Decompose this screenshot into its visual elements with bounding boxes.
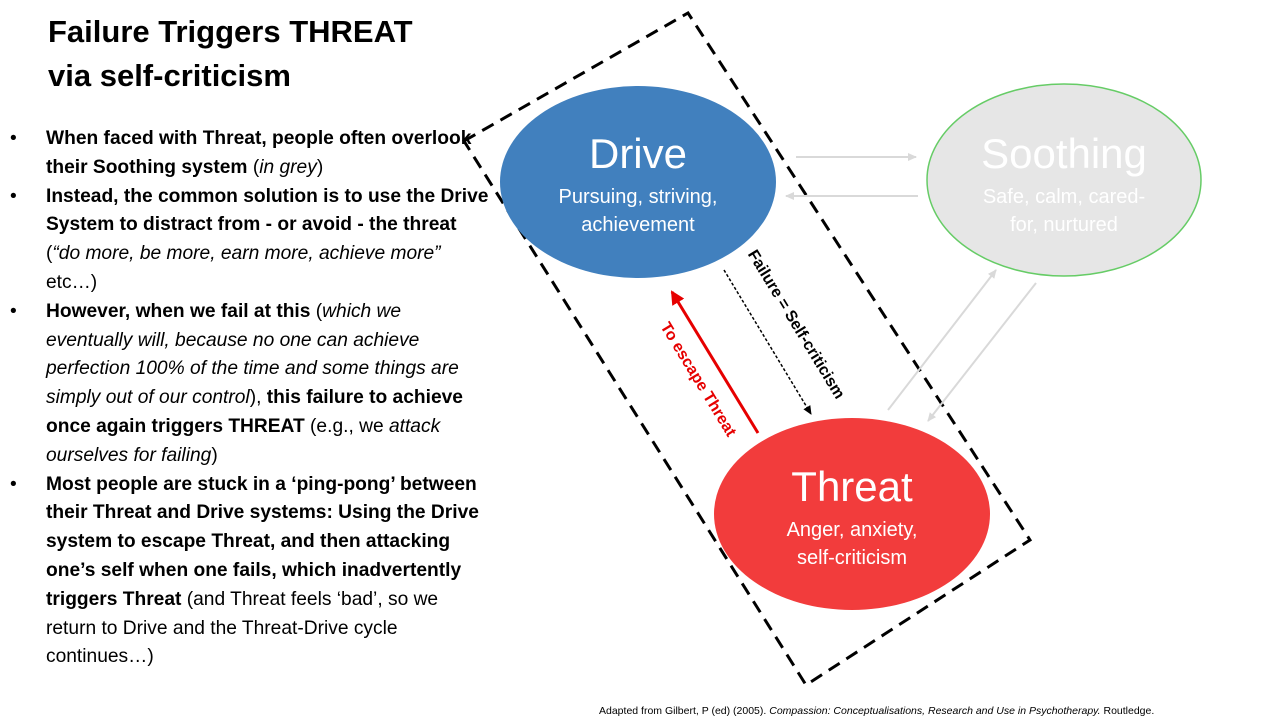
bullet-text-segment: Instead, the common solution is to use t… bbox=[46, 185, 489, 236]
drive-system: Drive Pursuing, striving, achievement bbox=[500, 86, 776, 278]
bullet-text-segment: However, when we fail at this bbox=[46, 300, 316, 322]
bullet-item: • Most people are stuck in a ‘ping-pong’… bbox=[8, 471, 490, 673]
slide-title: Failure Triggers THREAT via self-critici… bbox=[48, 10, 468, 98]
bullet-marker: • bbox=[10, 473, 17, 495]
bullet-text-segment: in grey bbox=[259, 156, 317, 178]
citation: Adapted from Gilbert, P (ed) (2005). Com… bbox=[599, 704, 1154, 718]
failure-arrow bbox=[723, 269, 812, 415]
soothing-title: Soothing bbox=[981, 130, 1147, 177]
drive-description-line-2: achievement bbox=[581, 214, 695, 236]
bullet-item: • However, when we fail at this (which w… bbox=[8, 298, 490, 471]
soothing-ellipse bbox=[926, 83, 1202, 277]
bullet-text-segment: ) bbox=[211, 444, 218, 466]
bullet-item: • Instead, the common solution is to use… bbox=[8, 183, 490, 298]
bullet-text-segment: ( bbox=[46, 243, 53, 265]
citation-prefix: Adapted from Gilbert, P (ed) (2005). bbox=[599, 705, 770, 717]
failure-self-criticism-label: Failure = Self-criticism bbox=[744, 247, 848, 402]
citation-book-title: Compassion: Conceptualisations, Research… bbox=[769, 705, 1101, 717]
threat-to-soothing-arrow bbox=[887, 269, 997, 411]
bullet-marker: • bbox=[10, 185, 17, 207]
bullet-text: Most people are stuck in a ‘ping-pong’ b… bbox=[46, 474, 479, 668]
slide-title-line-1: Failure Triggers THREAT bbox=[48, 14, 413, 49]
drive-description-line-1: Pursuing, striving, bbox=[559, 186, 718, 208]
drive-ellipse bbox=[500, 86, 776, 278]
bullet-text-segment: When faced with Threat, people often ove… bbox=[46, 128, 472, 178]
bullet-item: • When faced with Threat, people often o… bbox=[8, 125, 490, 183]
bullet-text-segment: etc…) bbox=[46, 271, 98, 293]
threat-description-line-2: self-criticism bbox=[797, 547, 907, 569]
bullet-text-segment: (e.g., we bbox=[310, 415, 389, 437]
drive-title: Drive bbox=[589, 130, 687, 177]
escape-threat-arrow bbox=[670, 290, 760, 434]
citation-publisher: Routledge. bbox=[1100, 705, 1155, 717]
bullet-text: However, when we fail at this (which we … bbox=[46, 301, 463, 466]
bullet-text-segment: Most people are stuck in a ‘ping-pong’ b… bbox=[46, 473, 479, 610]
bullet-text-segment: which we eventually will, because no one… bbox=[46, 300, 459, 409]
bullet-marker: • bbox=[10, 128, 17, 149]
bullet-text-segment: ( bbox=[252, 156, 260, 178]
bullet-marker: • bbox=[10, 300, 17, 322]
soothing-description-line-1: Safe, calm, cared- bbox=[983, 186, 1145, 208]
slide-title-line-2: via self-criticism bbox=[48, 58, 291, 93]
bullet-text: When faced with Threat, people often ove… bbox=[46, 128, 471, 178]
bullet-text-segment: this failure to achieve once again trigg… bbox=[46, 387, 463, 437]
bullet-list: • When faced with Threat, people often o… bbox=[8, 125, 490, 672]
soothing-to-threat-arrow bbox=[927, 282, 1037, 422]
threat-description-line-1: Anger, anxiety, bbox=[787, 519, 918, 541]
bullet-text-segment: (and Threat feels ‘bad’, so we return to… bbox=[46, 588, 439, 668]
soothing-system: Soothing Safe, calm, cared- for, nurture… bbox=[926, 83, 1202, 277]
bullet-text-segment: ), bbox=[249, 387, 267, 409]
threat-system: Threat Anger, anxiety, self-criticism bbox=[714, 418, 990, 610]
bullet-text-segment: “do more, be more, earn more, achieve mo… bbox=[52, 243, 441, 265]
soothing-description-line-2: for, nurtured bbox=[1010, 214, 1118, 236]
bullet-text-segment: attack ourselves for failing bbox=[46, 415, 441, 466]
threat-ellipse bbox=[714, 418, 990, 610]
threat-title: Threat bbox=[791, 463, 913, 510]
bullet-text-segment: ) bbox=[316, 156, 324, 178]
bullet-text: Instead, the common solution is to use t… bbox=[46, 186, 488, 293]
bullet-text-segment: ( bbox=[315, 300, 323, 322]
drive-threat-dashed-boundary bbox=[461, 10, 1033, 688]
